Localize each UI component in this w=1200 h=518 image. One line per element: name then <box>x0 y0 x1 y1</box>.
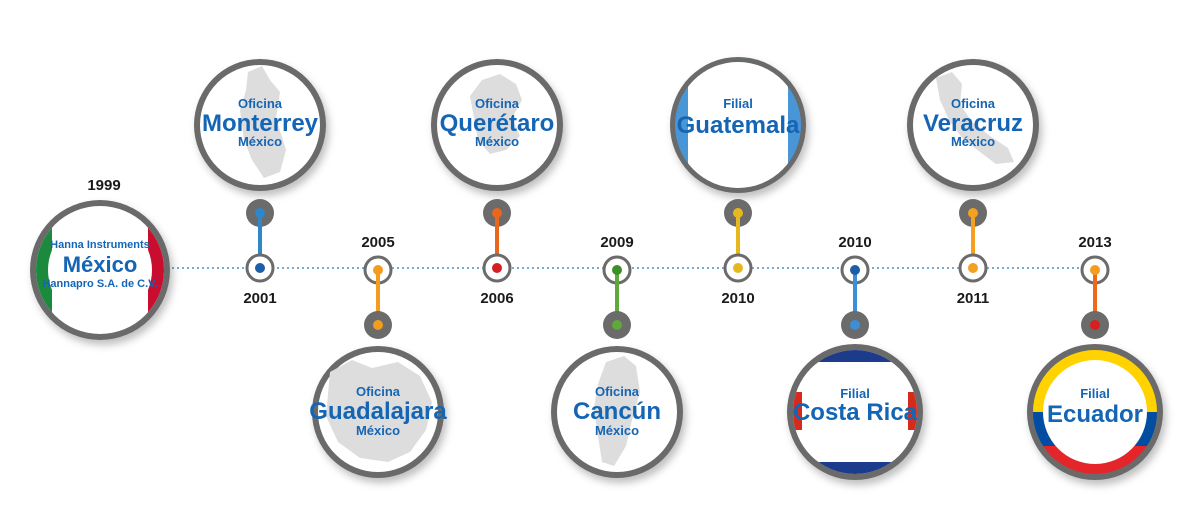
guadalajara-name: Guadalajara <box>309 398 447 425</box>
origin-line3: Hannapro S.A. de C.V. <box>42 278 157 290</box>
cancun-country: México <box>595 423 639 438</box>
guadalajara-kind: Oficina <box>356 384 401 399</box>
milestone-guadalajara: 2005 Oficina Guadalajara México <box>309 234 447 478</box>
origin-line2: México <box>63 252 138 277</box>
monterrey-name: Monterrey <box>202 110 319 137</box>
cancun-name: Cancún <box>573 398 661 425</box>
origin-node: 1999 Hanna Instruments México Hannapro S… <box>30 177 170 340</box>
queretaro-name: Querétaro <box>440 110 555 137</box>
milestone-veracruz: Oficina Veracruz México 2011 <box>907 59 1039 307</box>
map-queretaro-icon <box>470 74 522 154</box>
map-cancun-icon <box>594 356 640 466</box>
map-guadalajara-icon <box>326 360 432 462</box>
cancun-year: 2009 <box>600 234 633 251</box>
ecuador-name: Ecuador <box>1047 401 1143 428</box>
veracruz-kind: Oficina <box>951 96 996 111</box>
ecuador-kind: Filial <box>1080 386 1110 401</box>
milestone-cancun: 2009 Oficina Cancún México <box>551 234 683 478</box>
milestone-costarica: 2010 Filial Costa Rica <box>787 234 923 480</box>
milestone-queretaro: Oficina Querétaro México 2006 <box>431 59 563 307</box>
milestone-guatemala: Filial Guatemala 2010 <box>670 57 806 307</box>
guadalajara-country: México <box>356 423 400 438</box>
queretaro-year: 2006 <box>480 290 513 307</box>
map-monterrey-icon <box>240 66 286 178</box>
queretaro-kind: Oficina <box>475 96 520 111</box>
monterrey-year: 2001 <box>243 290 276 307</box>
costarica-name: Costa Rica <box>793 399 918 426</box>
monterrey-kind: Oficina <box>238 96 283 111</box>
milestone-ecuador: 2013 Filial Ecuador <box>1027 234 1163 480</box>
veracruz-year: 2011 <box>957 290 990 307</box>
veracruz-name: Veracruz <box>923 110 1023 137</box>
monterrey-country: México <box>238 134 282 149</box>
cancun-kind: Oficina <box>595 384 640 399</box>
origin-line1: Hanna Instruments <box>50 239 150 251</box>
guadalajara-year: 2005 <box>361 234 394 251</box>
origin-year: 1999 <box>87 177 120 194</box>
costarica-year: 2010 <box>838 234 871 251</box>
guatemala-kind: Filial <box>723 96 753 111</box>
milestone-monterrey: Oficina Monterrey México 2001 <box>194 59 326 307</box>
map-veracruz-icon <box>936 72 1014 164</box>
guatemala-year: 2010 <box>721 290 754 307</box>
costarica-kind: Filial <box>840 386 870 401</box>
veracruz-country: México <box>951 134 995 149</box>
guatemala-name: Guatemala <box>677 112 800 139</box>
ecuador-year: 2013 <box>1078 234 1111 251</box>
queretaro-country: México <box>475 134 519 149</box>
